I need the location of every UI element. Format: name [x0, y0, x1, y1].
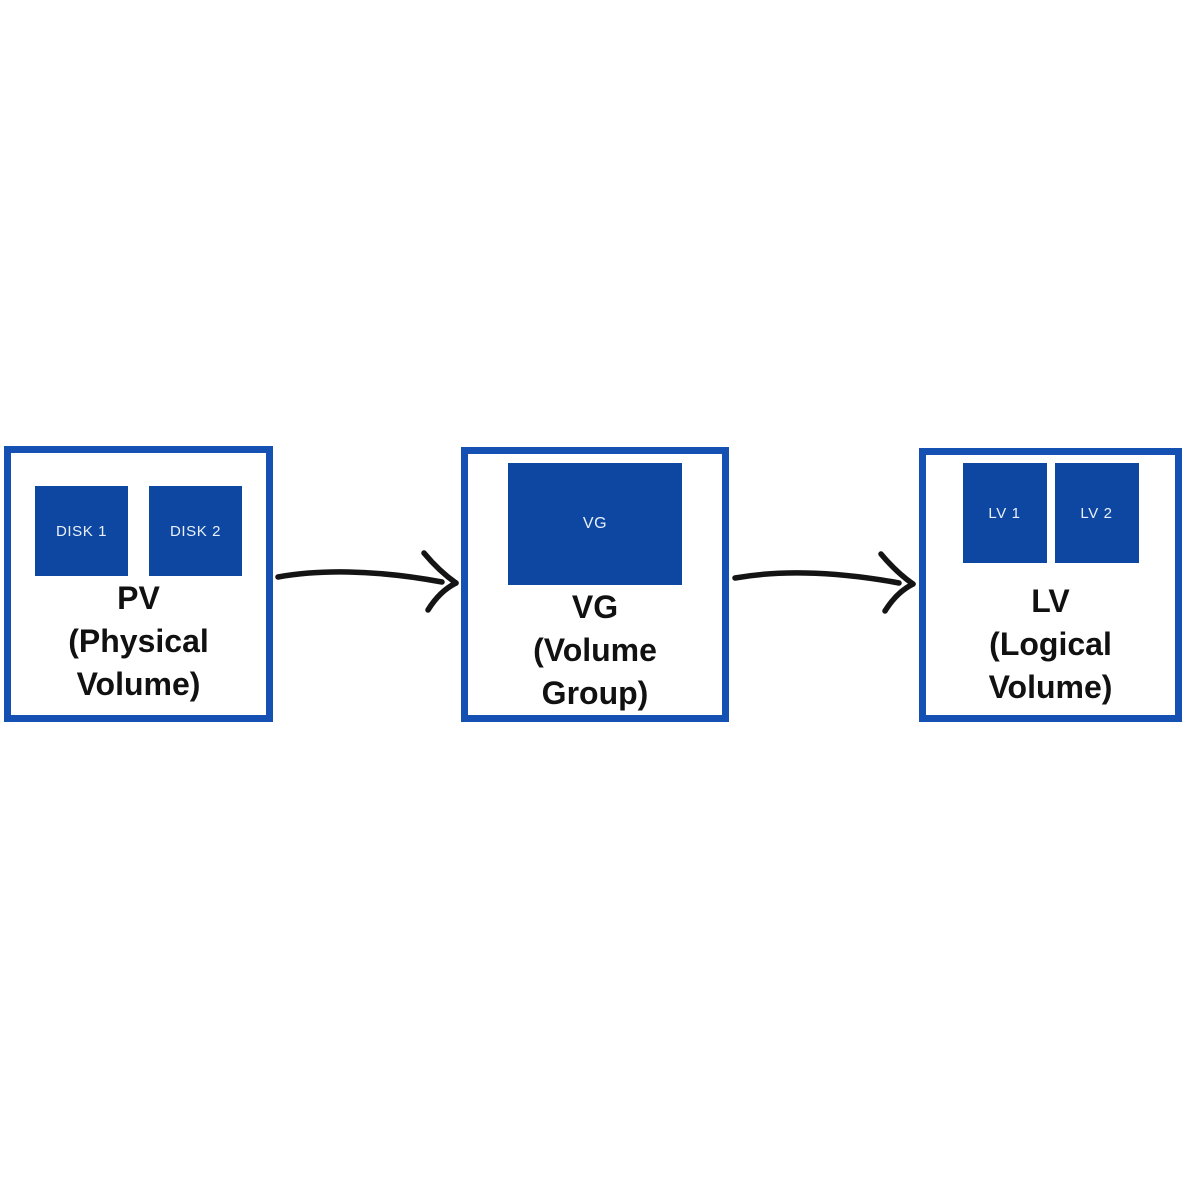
- lv1-block: LV 1: [962, 463, 1047, 563]
- disk2-label: DISK 2: [169, 522, 222, 540]
- disk1-block: DISK 1: [35, 486, 128, 576]
- lv-blocks: LV 1 LV 2: [962, 463, 1139, 563]
- vg-caption: VG (Volume Group): [533, 589, 657, 711]
- lv-caption: LV (Logical Volume): [988, 583, 1113, 705]
- vg-box: VG VG (Volume Group): [461, 447, 729, 722]
- lv-box: LV 1 LV 2 LV (Logical Volume): [919, 448, 1182, 722]
- arrow-vg-to-lv-icon: [732, 551, 916, 614]
- arrow-pv-to-vg-icon: [275, 550, 459, 613]
- pv-caption: PV (Physical Volume): [68, 580, 209, 702]
- vg-block-label: VG: [582, 515, 608, 532]
- disk1-label: DISK 1: [55, 522, 108, 540]
- lv1-label: LV 1: [988, 504, 1021, 522]
- disk2-block: DISK 2: [149, 486, 242, 576]
- lv2-label: LV 2: [1080, 504, 1113, 522]
- lv2-block: LV 2: [1054, 463, 1139, 563]
- pv-box: DISK 1 DISK 2 PV (Physical Volume): [4, 446, 273, 722]
- vg-blocks: VG: [508, 463, 682, 585]
- pv-blocks: DISK 1 DISK 2: [35, 486, 242, 576]
- vg-block: VG: [508, 463, 682, 585]
